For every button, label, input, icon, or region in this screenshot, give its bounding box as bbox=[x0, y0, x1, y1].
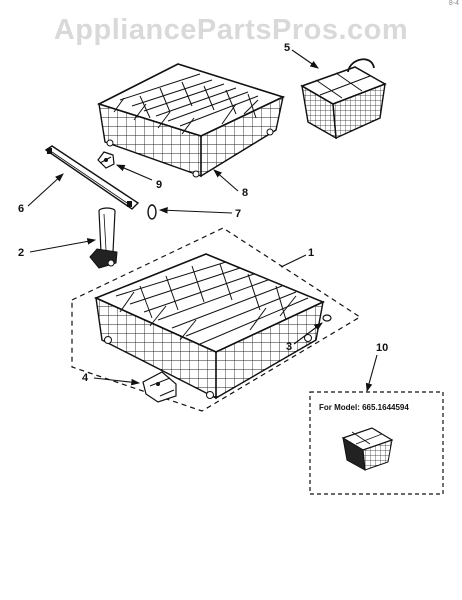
lower-rack bbox=[71, 227, 362, 412]
leader-lines bbox=[27, 49, 378, 393]
callout-9: 9 bbox=[156, 179, 162, 191]
corner-mark: 8-4 bbox=[448, 0, 459, 7]
callout-2: 2 bbox=[18, 247, 24, 259]
callout-7: 7 bbox=[235, 208, 241, 220]
rack-rail bbox=[44, 145, 140, 210]
roller-cap bbox=[322, 314, 332, 322]
callout-6: 6 bbox=[18, 203, 24, 215]
callout-10: 10 bbox=[376, 342, 388, 354]
watermark: AppliancePartsPros.com bbox=[53, 14, 409, 46]
callout-3: 3 bbox=[286, 341, 292, 353]
adjuster-bracket bbox=[142, 371, 177, 403]
callout-8: 8 bbox=[242, 187, 248, 199]
model-box bbox=[309, 391, 444, 495]
rack-adjuster bbox=[97, 151, 115, 169]
silverware-basket bbox=[300, 58, 387, 140]
callout-4: 4 bbox=[82, 372, 89, 384]
callout-1: 1 bbox=[308, 247, 314, 259]
callout-5: 5 bbox=[284, 42, 290, 54]
mini-basket bbox=[341, 427, 394, 471]
upper-rack bbox=[96, 63, 286, 178]
model-label: For Model: 665.1644594 bbox=[319, 403, 409, 412]
bumper bbox=[147, 204, 157, 220]
roller-assembly bbox=[89, 207, 118, 269]
